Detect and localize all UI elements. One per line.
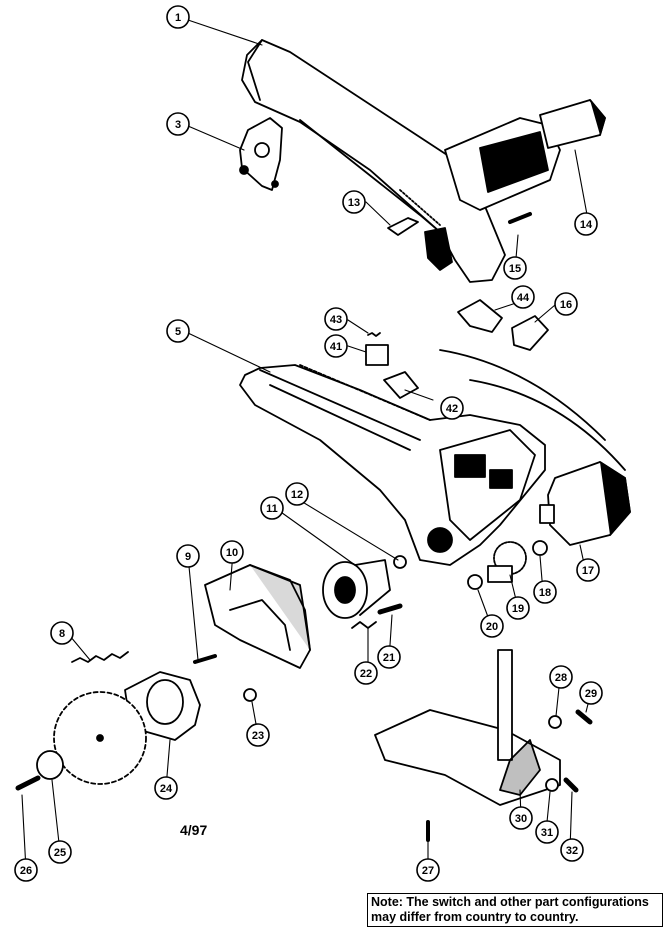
callout-label: 23 xyxy=(252,730,264,742)
callout-10: 10 xyxy=(220,540,244,564)
callout-label: 19 xyxy=(512,603,524,615)
callout-label: 44 xyxy=(517,292,530,304)
callout-label: 26 xyxy=(20,865,32,877)
callout-11: 11 xyxy=(260,496,284,520)
callout-21: 21 xyxy=(377,645,401,669)
callout-22: 22 xyxy=(354,661,378,685)
callout-label: 29 xyxy=(585,688,597,700)
callout-20: 20 xyxy=(480,614,504,638)
switch-block-part-41 xyxy=(365,344,389,366)
callout-44: 44 xyxy=(511,285,535,309)
callout-label: 42 xyxy=(446,403,458,415)
callout-31: 31 xyxy=(535,820,559,844)
callout-8: 8 xyxy=(50,621,74,645)
callout-label: 3 xyxy=(175,119,181,131)
callout-29: 29 xyxy=(579,681,603,705)
gear-part xyxy=(467,540,548,590)
spring-part-43 xyxy=(367,332,381,337)
callout-label: 22 xyxy=(360,668,372,680)
callout-label: 25 xyxy=(54,847,66,859)
callout-label: 10 xyxy=(226,547,238,559)
callout-43: 43 xyxy=(324,307,348,331)
date-mark: 4/97 xyxy=(180,822,208,838)
switch-part-16 xyxy=(511,315,549,351)
callout-30: 30 xyxy=(509,806,533,830)
spring-part-8 xyxy=(71,651,129,663)
callout-label: 21 xyxy=(383,652,395,664)
callout-41: 41 xyxy=(324,334,348,358)
callout-25: 25 xyxy=(48,840,72,864)
screw-part-9 xyxy=(193,654,217,664)
callout-label: 1 xyxy=(175,12,181,24)
handle-arm-part xyxy=(241,39,606,283)
callout-label: 11 xyxy=(266,503,278,515)
flange-part-25 xyxy=(36,750,64,780)
callout-23: 23 xyxy=(246,723,270,747)
callout-3: 3 xyxy=(166,112,190,136)
configuration-note: Note: The switch and other part configur… xyxy=(367,893,663,927)
callout-label: 14 xyxy=(580,219,593,231)
callout-label: 24 xyxy=(160,783,173,795)
callout-12: 12 xyxy=(285,482,309,506)
callout-label: 32 xyxy=(566,845,578,857)
clip-part xyxy=(387,217,419,236)
callout-label: 17 xyxy=(582,565,594,577)
callout-label: 30 xyxy=(515,813,527,825)
bolt-part-26 xyxy=(15,775,41,791)
callout-9: 9 xyxy=(176,544,200,568)
callout-19: 19 xyxy=(506,596,530,620)
callout-label: 8 xyxy=(59,628,65,640)
gear-housing-part xyxy=(239,349,626,566)
callout-28: 28 xyxy=(549,665,573,689)
callout-label: 43 xyxy=(330,314,342,326)
pulley-part xyxy=(322,555,407,619)
callout-label: 9 xyxy=(185,551,191,563)
callout-26: 26 xyxy=(14,858,38,882)
switch-lever-part-42 xyxy=(383,371,419,399)
callout-16: 16 xyxy=(554,292,578,316)
callout-label: 15 xyxy=(509,263,521,275)
callout-15: 15 xyxy=(503,256,527,280)
callout-label: 12 xyxy=(291,489,303,501)
blade-guard-part xyxy=(204,564,311,669)
callout-label: 13 xyxy=(348,197,360,209)
callout-14: 14 xyxy=(574,212,598,236)
callout-27: 27 xyxy=(416,858,440,882)
motor-part xyxy=(539,461,631,546)
note-line-1: Note: The switch and other part configur… xyxy=(371,895,649,909)
screw-part-15 xyxy=(508,212,532,224)
callout-24: 24 xyxy=(154,776,178,800)
base-assembly-part xyxy=(374,649,593,842)
callout-1: 1 xyxy=(166,5,190,29)
nut-part-23 xyxy=(243,688,257,702)
note-line-2: may differ from country to country. xyxy=(371,910,579,924)
switch-part-44 xyxy=(457,299,503,333)
callout-label: 18 xyxy=(539,587,551,599)
callout-5: 5 xyxy=(166,319,190,343)
callout-label: 20 xyxy=(486,621,498,633)
bracket-part xyxy=(239,117,283,191)
callout-label: 31 xyxy=(541,827,553,839)
callout-label: 41 xyxy=(330,341,342,353)
callout-13: 13 xyxy=(342,190,366,214)
callout-label: 16 xyxy=(560,299,572,311)
callout-18: 18 xyxy=(533,580,557,604)
callout-42: 42 xyxy=(440,396,464,420)
callout-label: 27 xyxy=(422,865,434,877)
callout-17: 17 xyxy=(576,558,600,582)
bolt-part-21 xyxy=(377,603,403,615)
callout-32: 32 xyxy=(560,838,584,862)
callout-label: 28 xyxy=(555,672,567,684)
spring-part-22 xyxy=(351,621,377,629)
callout-label: 5 xyxy=(175,326,181,338)
saw-blade-part xyxy=(53,691,147,785)
